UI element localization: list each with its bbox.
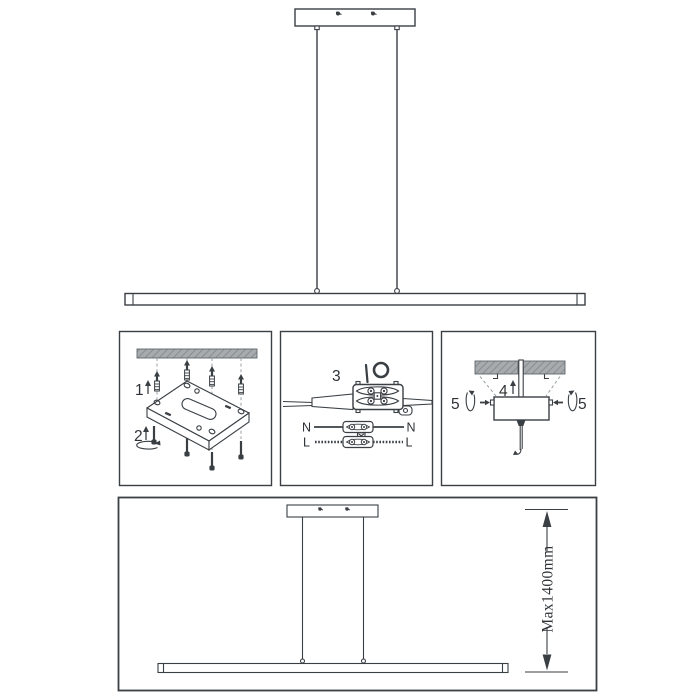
- push-in-arrow-icon: [553, 399, 563, 406]
- threaded-rod: [518, 359, 524, 399]
- panel-border: [440, 330, 597, 487]
- max-drop-label: Max1400mm: [540, 545, 557, 632]
- cable-sheath-left: [311, 393, 354, 411]
- screw-icon: [208, 450, 216, 472]
- rotate-arrow-icon: [465, 390, 476, 412]
- plate-corner-hole: [183, 382, 191, 389]
- guide-line: [545, 376, 561, 397]
- up-arrow-icon: [142, 425, 150, 441]
- wire-attachment: [360, 658, 367, 664]
- step-4-label: 4: [499, 383, 508, 400]
- wire-gripper: [314, 25, 320, 31]
- ceiling-hatch: [474, 360, 519, 375]
- arrow-down-icon: [542, 654, 552, 671]
- plate-corner-hole: [237, 408, 245, 415]
- step-3-label: 3: [332, 368, 341, 385]
- plate-hole: [196, 425, 202, 431]
- up-arrow-icon: [144, 379, 152, 395]
- step-2-label: 2: [134, 428, 143, 445]
- wiring-live-row: L L: [303, 436, 413, 450]
- canopy-screw-icon: [335, 11, 342, 16]
- step-1-label: 1: [135, 382, 144, 399]
- wall-anchor-icon: [153, 370, 161, 392]
- ceiling-canopy: [286, 504, 379, 518]
- wiring-neutral-row: N N: [302, 421, 416, 435]
- cable-left: [282, 400, 314, 404]
- bracket-tick: [543, 374, 549, 380]
- wire-attachment: [394, 288, 400, 294]
- panel-canopy-adjust: 4 5 5: [440, 330, 597, 487]
- ceiling-hatch: [522, 360, 566, 375]
- up-arrow-icon: [509, 379, 517, 395]
- installed-height-diagram: Max1400mm: [117, 496, 598, 692]
- rotate-arrow-icon: [136, 440, 161, 450]
- plate-corner-hole: [153, 399, 161, 406]
- dimension-indicator: Max1400mm: [525, 508, 568, 673]
- arrow-up-icon: [542, 511, 552, 527]
- plate-side-slot: [164, 411, 172, 417]
- plate-hole: [194, 388, 200, 394]
- ceiling-canopy: [294, 8, 416, 27]
- side-screw: [548, 399, 554, 406]
- terminal-block: [342, 420, 374, 434]
- rotate-arrow-icon: [567, 390, 578, 412]
- plate-corner-hole: [208, 428, 216, 435]
- live-label-right: L: [406, 436, 413, 450]
- pendant-overview: [124, 8, 586, 306]
- push-in-arrow-icon: [480, 399, 490, 406]
- panel-wiring: 3 N: [279, 330, 434, 487]
- cable-gland: [516, 420, 526, 426]
- wire-attachment: [299, 658, 306, 664]
- screw-icon: [237, 439, 245, 461]
- wire-attachment: [314, 288, 320, 294]
- wall-anchor-icon: [183, 359, 191, 381]
- panel-border: [118, 330, 273, 487]
- cable-end-arrow: [513, 450, 519, 455]
- canopy-screw-icon: [370, 11, 377, 16]
- neutral-label-right: N: [407, 421, 416, 435]
- mounting-plate: [145, 380, 251, 452]
- panel-mounting-bracket: 1 2: [118, 330, 273, 487]
- cable-left: [282, 404, 314, 408]
- connector-pin: [364, 363, 369, 384]
- wire-gripper: [394, 25, 400, 31]
- bracket-tick: [493, 374, 499, 380]
- live-label-left: L: [303, 436, 310, 450]
- cable-right: [402, 397, 433, 407]
- neutral-label-left: N: [302, 421, 311, 435]
- step-5-label-left: 5: [451, 396, 460, 413]
- canopy-screw-icon: [345, 507, 351, 511]
- plate-side-slot: [224, 404, 232, 410]
- cable-connector: [282, 361, 433, 416]
- guide-line: [479, 376, 497, 397]
- screw-icon: [183, 436, 191, 458]
- hanging-ring-icon: [372, 361, 390, 379]
- plate-center-slot: [181, 398, 217, 420]
- light-bar: [124, 292, 586, 306]
- side-screw: [489, 399, 495, 406]
- wall-anchor-icon: [237, 373, 245, 395]
- panel-border: [117, 496, 598, 692]
- wall-anchor-icon: [208, 365, 216, 387]
- step-5-label-right: 5: [578, 396, 587, 413]
- canopy-box: [493, 396, 550, 421]
- terminal-block: [342, 435, 374, 449]
- panel-border: [279, 330, 434, 487]
- canopy-screw-icon: [318, 507, 324, 511]
- ceiling-hatch: [136, 348, 258, 359]
- light-bar: [157, 662, 509, 674]
